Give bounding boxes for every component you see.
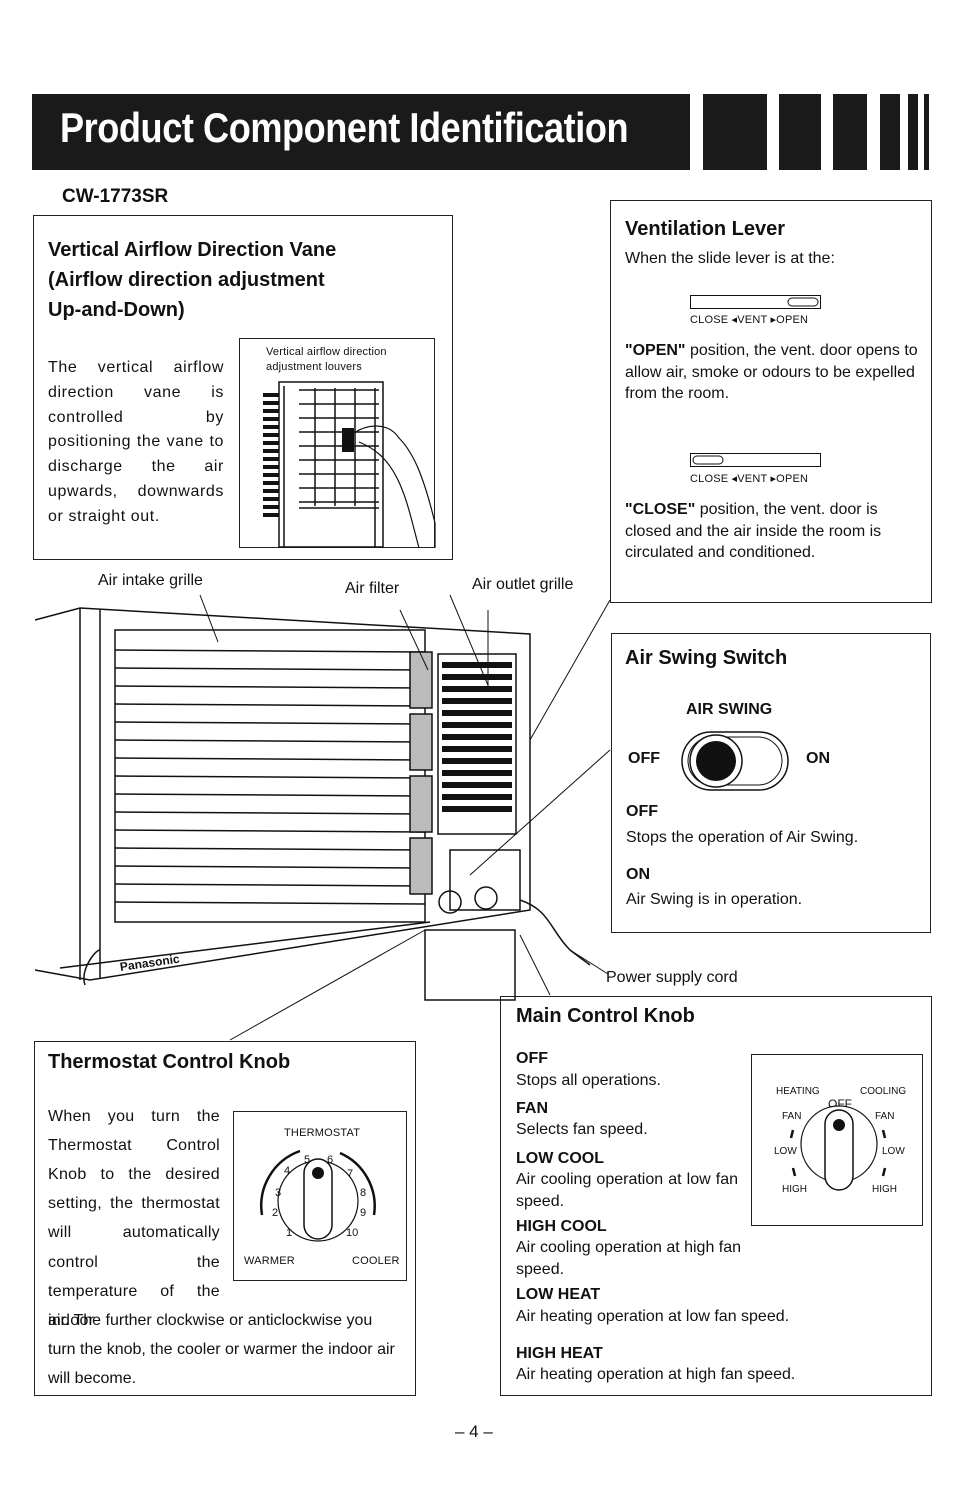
swing-off-heading: OFF — [626, 803, 658, 820]
vane-description: The vertical airflow direction vane is c… — [48, 359, 224, 525]
mode-low-heat-heading: LOW HEAT — [516, 1286, 601, 1303]
page-number: – 4 – — [455, 1422, 493, 1441]
ventilation-intro: When the slide lever is at the: — [625, 250, 835, 267]
dial-fan-right-label: FAN — [875, 1111, 895, 1122]
dial-number: 10 — [346, 1227, 359, 1239]
louver-illustration — [263, 381, 436, 549]
dial-number: 6 — [327, 1154, 334, 1166]
dial-number: 4 — [284, 1165, 291, 1177]
mode-high-heat-text: Air heating operation at high fan speed. — [516, 1366, 796, 1383]
dial-heating-label: HEATING — [776, 1086, 820, 1097]
switch-on-label: ON — [806, 750, 830, 767]
decor-bar — [833, 94, 867, 170]
thermostat-title: Thermostat Control Knob — [48, 1051, 291, 1073]
model-number: CW-1773SR — [62, 186, 169, 207]
lever-close-icon — [690, 453, 821, 467]
air-conditioner-illustration — [34, 594, 611, 1041]
main-knob-dial-figure — [751, 1054, 923, 1226]
mode-low-cool-text: Air cooling operation at low fan speed. — [516, 1171, 738, 1210]
mode-fan-heading: FAN — [516, 1100, 548, 1117]
dial-cooling-label: COOLING — [860, 1086, 907, 1097]
swing-off-text: Stops the operation of Air Swing. — [626, 829, 859, 846]
dial-low-left-label: LOW — [774, 1146, 797, 1157]
swing-on-heading: ON — [626, 866, 650, 883]
ventilation-title: Ventilation Lever — [625, 218, 786, 240]
air-swing-title: Air Swing Switch — [625, 647, 788, 669]
air-filter-label: Air filter — [345, 580, 400, 597]
thermostat-dial-figure — [233, 1111, 407, 1281]
main-knob-title: Main Control Knob — [516, 1005, 695, 1027]
vent-scale-label: CLOSE ◂VENT ▸OPEN — [690, 314, 809, 326]
page-title: Product Component Identification — [60, 104, 629, 151]
dial-fan-left-label: FAN — [782, 1111, 802, 1122]
decor-bar — [779, 94, 821, 170]
dial-high-right-label: HIGH — [872, 1184, 897, 1195]
mode-fan-text: Selects fan speed. — [516, 1121, 648, 1138]
dial-number: 2 — [272, 1207, 279, 1219]
mode-low-cool-heading: LOW COOL — [516, 1150, 604, 1167]
thermostat-dial-icon — [260, 1149, 376, 1242]
vent-open-text: "OPEN" position, the vent. door opens to… — [625, 342, 918, 403]
decor-bar — [703, 94, 767, 170]
air-outlet-grille-label: Air outlet grille — [472, 576, 574, 593]
decor-bar — [880, 94, 900, 170]
dial-cooler-label: COOLER — [352, 1255, 400, 1267]
thermostat-dial-title: THERMOSTAT — [284, 1127, 361, 1139]
air-swing-box — [611, 633, 931, 933]
dial-number: 9 — [360, 1207, 367, 1219]
switch-off-label: OFF — [628, 750, 660, 767]
vane-title: Vertical Airflow Direction Vane (Airflow… — [48, 239, 337, 321]
mode-high-cool-text: Air cooling operation at high fan speed. — [516, 1239, 742, 1278]
thermostat-description-cont: air. The further clockwise or anticlockw… — [48, 1312, 395, 1388]
main-knob-dial-icon — [789, 1105, 887, 1191]
title-banner — [32, 94, 690, 170]
decor-bar — [924, 94, 929, 170]
vane-figure-label: Vertical airflow direction — [266, 346, 387, 358]
dial-number: 1 — [286, 1227, 293, 1239]
dial-warmer-label: WARMER — [244, 1255, 295, 1267]
dial-low-right-label: LOW — [882, 1146, 905, 1157]
mode-high-heat-heading: HIGH HEAT — [516, 1345, 603, 1362]
mode-off-heading: OFF — [516, 1050, 548, 1067]
mode-low-heat-text: Air heating operation at low fan speed. — [516, 1308, 790, 1325]
vent-close-text: "CLOSE" position, the vent. door is clos… — [625, 501, 882, 562]
lever-open-icon — [690, 295, 821, 309]
air-intake-grille-label: Air intake grille — [98, 572, 203, 589]
air-swing-switch-label: AIR SWING — [686, 701, 773, 718]
ventilation-box — [610, 200, 932, 603]
decor-bar — [908, 94, 918, 170]
dial-number: 7 — [347, 1168, 354, 1180]
swing-on-text: Air Swing is in operation. — [626, 891, 803, 908]
mode-high-cool-heading: HIGH COOL — [516, 1218, 607, 1235]
main-knob-box — [500, 996, 932, 1396]
toggle-switch-icon — [681, 731, 789, 791]
dial-number: 5 — [304, 1154, 311, 1166]
vent-scale-label: CLOSE ◂VENT ▸OPEN — [690, 473, 809, 485]
power-supply-cord-label: Power supply cord — [606, 969, 738, 986]
thermostat-description: When you turn the Thermostat Control Kno… — [48, 1108, 220, 1329]
mode-off-text: Stops all operations. — [516, 1072, 661, 1089]
vane-box — [33, 215, 453, 560]
dial-high-left-label: HIGH — [782, 1184, 807, 1195]
dial-number: 3 — [275, 1187, 282, 1199]
thermostat-box — [34, 1041, 416, 1396]
dial-number: 8 — [360, 1187, 367, 1199]
vane-figure-label: adjustment louvers — [266, 361, 362, 373]
